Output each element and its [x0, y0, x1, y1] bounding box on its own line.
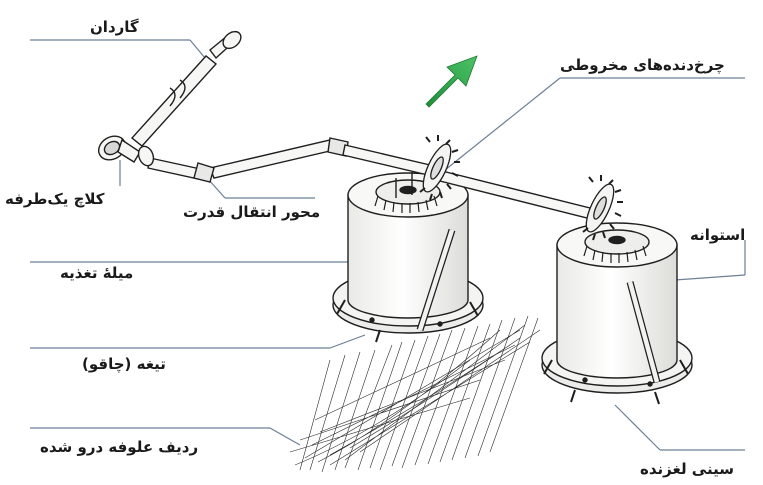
right-drum: [542, 223, 692, 404]
forage-row-hay: [290, 316, 540, 472]
label-power-shaft: محور انتقال قدرت: [183, 205, 320, 220]
label-bevel-gears: چرخ‌دنده‌های مخروطی: [560, 58, 725, 73]
label-cylinder: استوانه: [690, 228, 745, 243]
label-cardan: گاردان: [90, 20, 139, 35]
label-blade: تیغه (چاقو): [82, 357, 166, 372]
cardan-shaft: [94, 28, 244, 168]
label-sliding-tray: سینی لغزنده: [640, 462, 734, 477]
direction-arrow: [426, 56, 477, 107]
left-drum: [333, 173, 483, 342]
label-forage-row: ردیف علوفه درو شده: [40, 440, 198, 455]
label-feed-rod: میلهٔ تغذیه: [60, 266, 133, 281]
label-one-way-clutch: کلاچ یک‌طرفه: [5, 192, 105, 207]
